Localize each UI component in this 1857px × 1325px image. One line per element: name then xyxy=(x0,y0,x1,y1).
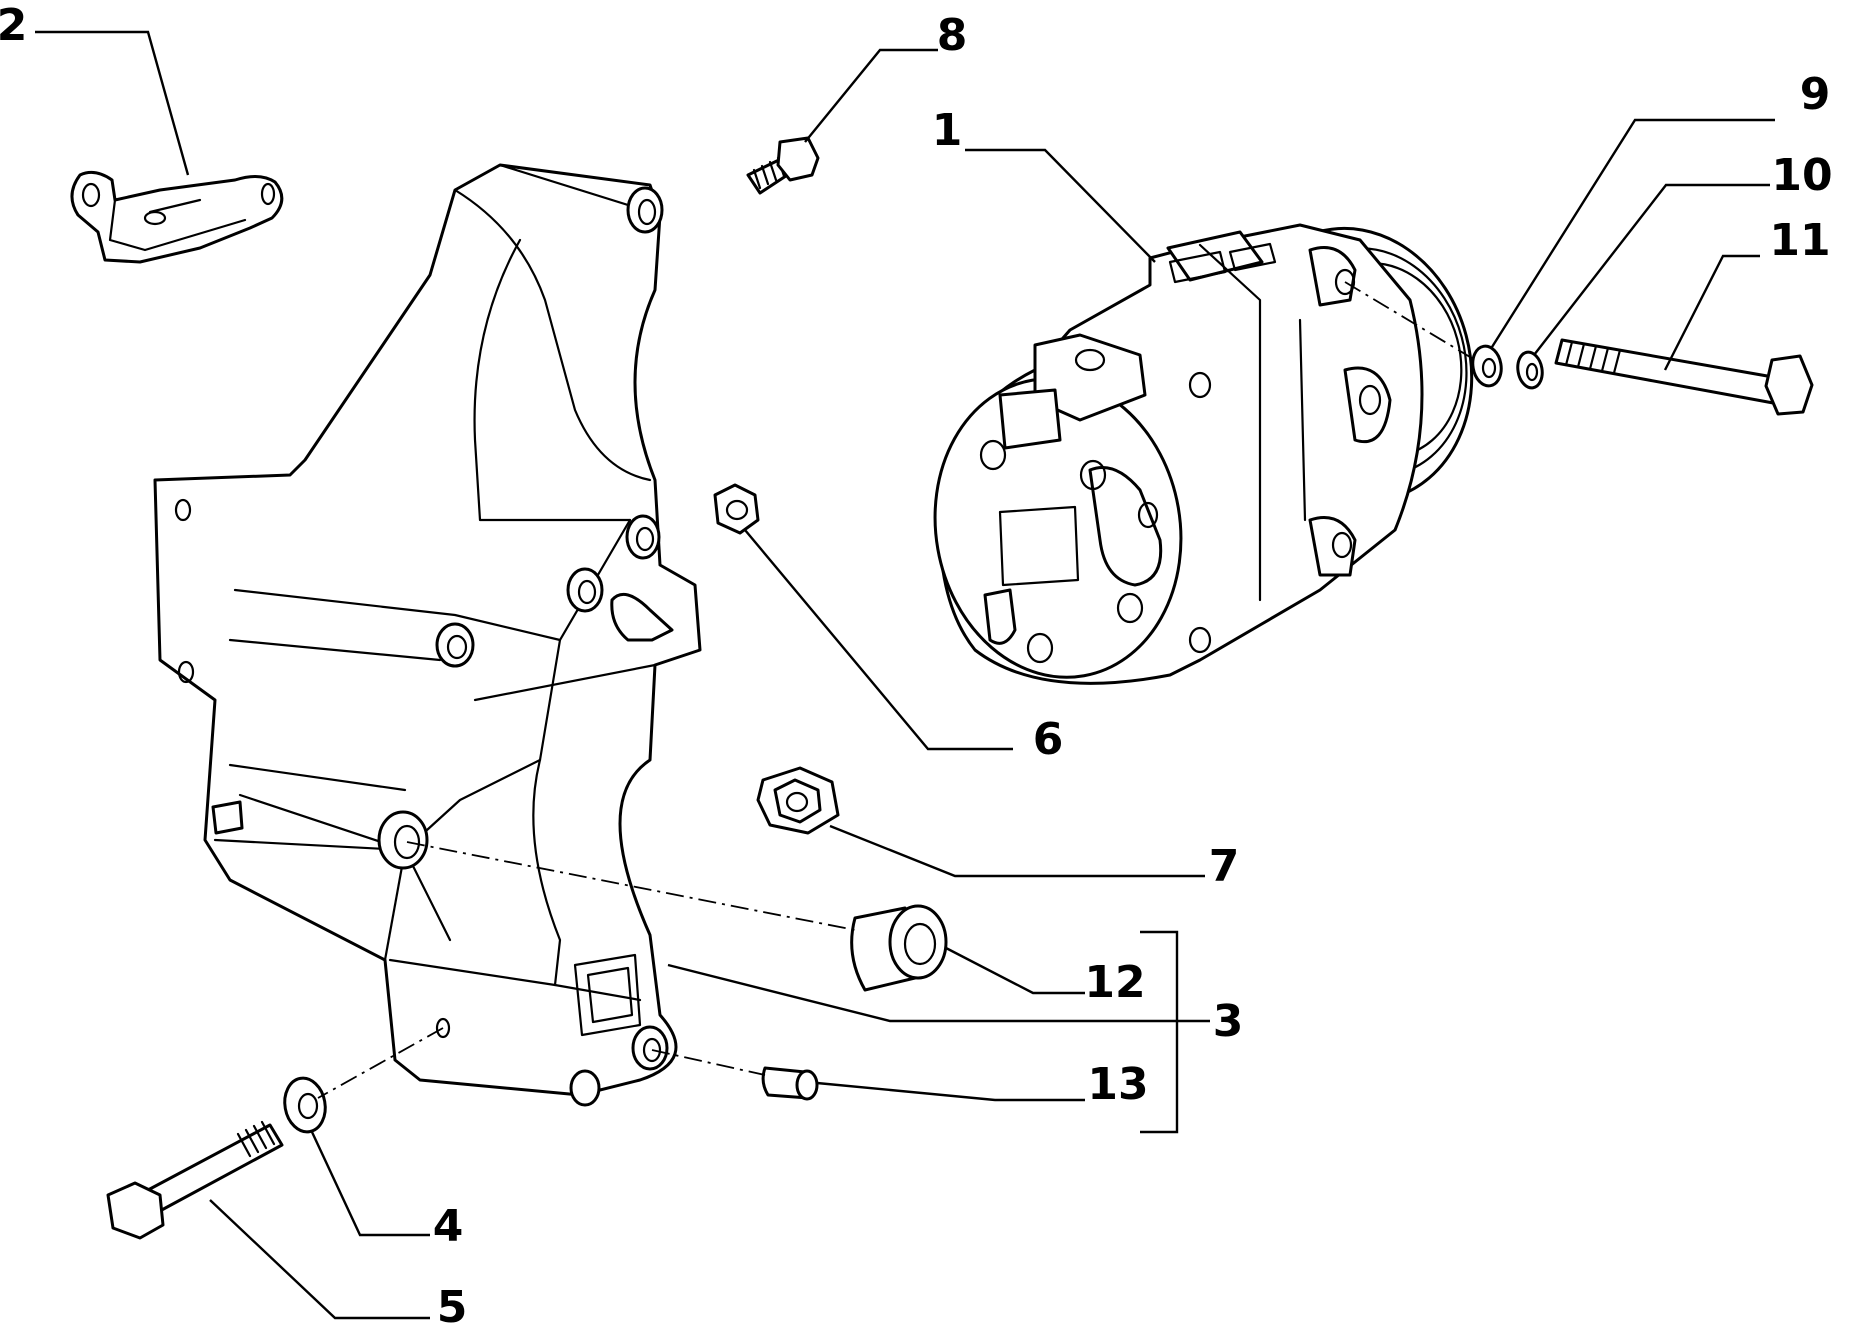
callout-3: 3 xyxy=(1213,996,1244,1047)
callout-8: 8 xyxy=(937,10,968,61)
callout-9: 9 xyxy=(1800,69,1831,120)
callout-13: 13 xyxy=(1087,1059,1148,1110)
leader-12 xyxy=(945,946,1085,995)
bolt-small xyxy=(746,136,820,195)
mounting-bracket xyxy=(153,163,702,1107)
callout-2: 2 xyxy=(0,0,27,51)
nut-6 xyxy=(713,483,760,535)
callout-6: 6 xyxy=(1033,714,1064,765)
axis-13-dowel xyxy=(651,1049,766,1076)
leader-4 xyxy=(310,1131,430,1237)
callout-11: 11 xyxy=(1769,215,1830,266)
axis-9-10-11 xyxy=(1344,281,1476,361)
washer-9 xyxy=(1471,344,1503,388)
leader-2 xyxy=(35,30,190,176)
leader-3 xyxy=(667,963,1210,1023)
long-bolt xyxy=(1554,338,1814,416)
washer-10-hole xyxy=(1525,362,1539,382)
group-bracket-3-12-13 xyxy=(1140,930,1179,1134)
washer-4 xyxy=(283,1076,327,1134)
leader-5 xyxy=(209,1199,430,1320)
leader-7 xyxy=(829,824,1205,878)
axis-12-bushing xyxy=(406,841,856,931)
callout-5: 5 xyxy=(437,1282,468,1325)
leader-8 xyxy=(804,48,938,143)
axis-4-5 xyxy=(317,1027,444,1099)
callout-7: 7 xyxy=(1209,841,1240,892)
small-bracket xyxy=(70,170,284,264)
bolt-5 xyxy=(106,1120,284,1240)
callout-12: 12 xyxy=(1084,957,1145,1008)
leader-10 xyxy=(1533,183,1770,356)
callout-4: 4 xyxy=(433,1201,464,1252)
callout-10: 10 xyxy=(1771,150,1832,201)
leader-6 xyxy=(744,529,1013,751)
ac-compressor xyxy=(933,223,1474,685)
washer-9-hole xyxy=(1481,357,1497,379)
flange-nut-7 xyxy=(756,766,840,835)
leader-9 xyxy=(1490,118,1775,348)
bushing-12 xyxy=(850,904,948,992)
leader-11 xyxy=(1663,254,1760,371)
callout-1: 1 xyxy=(932,105,963,156)
washer-10 xyxy=(1516,350,1544,390)
dowel-13 xyxy=(761,1066,819,1101)
leader-1 xyxy=(965,148,1156,263)
leader-13 xyxy=(816,1081,1085,1102)
